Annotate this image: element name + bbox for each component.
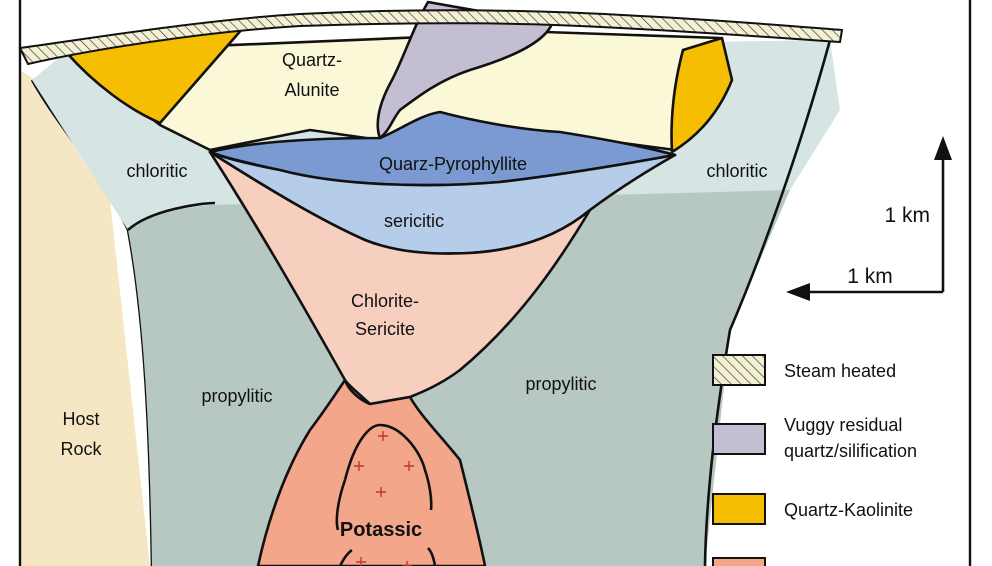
cross-section [20, 2, 840, 566]
arrow-up-icon [934, 136, 952, 160]
label-chloritic-left: chloritic [126, 161, 187, 181]
label-propylitic-right: propylitic [525, 374, 596, 394]
label-quartz-pyrophyllite: Quarz-Pyrophyllite [379, 154, 527, 174]
label-host-rock-2: Rock [60, 439, 102, 459]
label-quartz-alunite-2: Alunite [284, 80, 339, 100]
label-chlorite-sericite-1: Chlorite- [351, 291, 419, 311]
scale-horizontal-label: 1 km [847, 265, 893, 288]
scale-vertical-label: 1 km [884, 204, 930, 227]
legend-swatch-steam-heated [713, 355, 765, 385]
legend-swatch-quartz-kaolinite [713, 494, 765, 524]
legend: Steam heated Vuggy residual quartz/silif… [713, 355, 917, 566]
arrow-left-icon [786, 283, 810, 301]
legend-swatch-potassic [713, 558, 765, 566]
label-sericitic: sericitic [384, 211, 444, 231]
legend-label-steam-heated: Steam heated [784, 361, 896, 381]
legend-label-vuggy-1: Vuggy residual [784, 415, 902, 435]
label-chlorite-sericite-2: Sericite [355, 319, 415, 339]
scale-bar: 1 km 1 km [786, 136, 952, 301]
label-chloritic-right: chloritic [706, 161, 767, 181]
label-potassic: Potassic [340, 519, 422, 541]
label-quartz-alunite-1: Quartz- [282, 50, 342, 70]
legend-label-vuggy-2: quartz/silification [784, 441, 917, 461]
label-propylitic-left: propylitic [201, 386, 272, 406]
legend-swatch-vuggy [713, 424, 765, 454]
legend-label-quartz-kaolinite: Quartz-Kaolinite [784, 500, 913, 520]
label-host-rock-1: Host [62, 409, 99, 429]
